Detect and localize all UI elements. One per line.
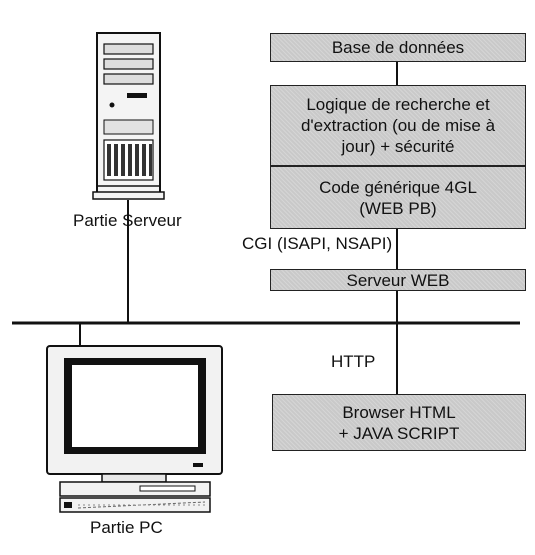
pc-part-label: Partie PC [90,518,163,537]
http-label: HTTP [331,352,376,371]
browser-box: Browser HTML + JAVA SCRIPT [272,394,526,451]
server-part-label: Partie Serveur [73,211,182,230]
search-logic-box: Logique de recherche et d'extraction (ou… [270,85,526,166]
generic-code-box: Code générique 4GL (WEB PB) [270,166,526,229]
database-box: Base de données [270,33,526,62]
cgi-label: CGI (ISAPI, NSAPI) [242,234,393,253]
web-server-box: Serveur WEB [270,269,526,291]
